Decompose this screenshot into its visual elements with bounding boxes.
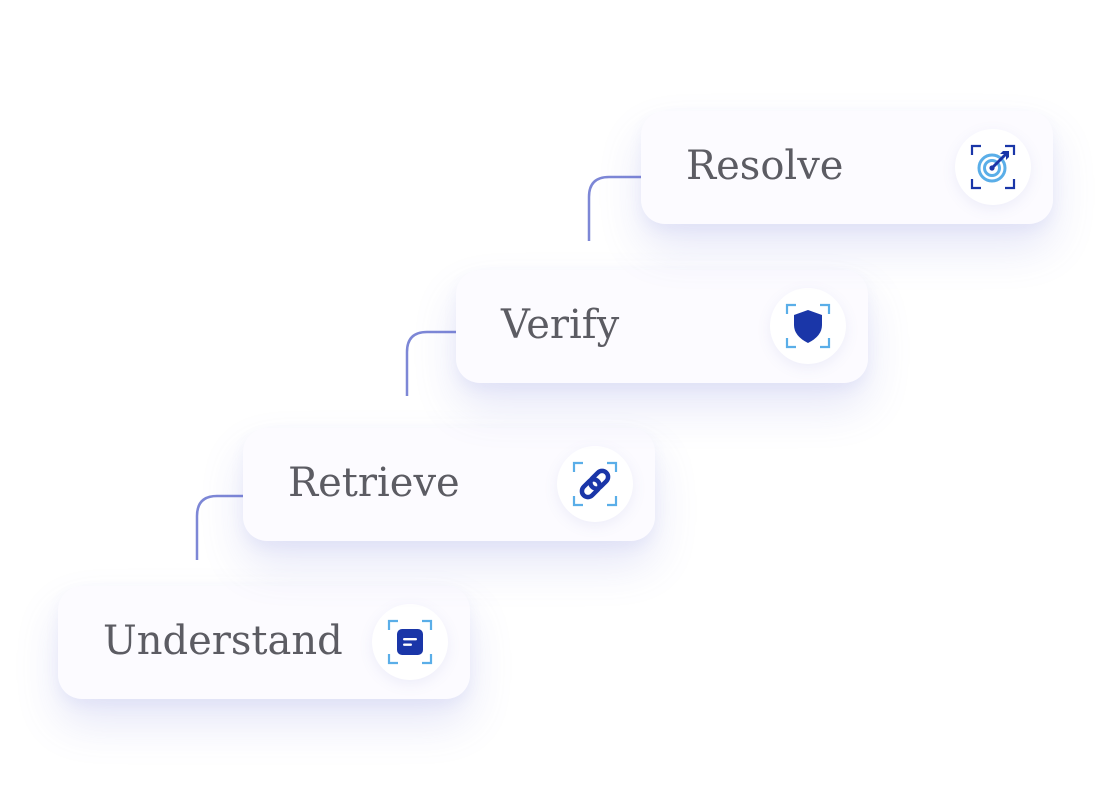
link-icon bbox=[572, 461, 618, 507]
step-card-understand: Understand bbox=[58, 586, 470, 699]
target-icon bbox=[970, 144, 1016, 190]
icon-badge bbox=[372, 604, 448, 680]
step-card-retrieve: Retrieve bbox=[243, 428, 655, 541]
icon-badge bbox=[770, 288, 846, 364]
step-card-resolve: Resolve bbox=[641, 111, 1053, 224]
step-label: Understand bbox=[103, 618, 343, 664]
step-card-verify: Verify bbox=[456, 270, 868, 383]
step-label: Verify bbox=[501, 302, 620, 348]
step-label: Retrieve bbox=[288, 460, 460, 506]
step-label: Resolve bbox=[686, 143, 844, 189]
shield-icon bbox=[785, 303, 831, 349]
icon-badge bbox=[955, 129, 1031, 205]
document-icon bbox=[387, 619, 433, 665]
icon-badge bbox=[557, 446, 633, 522]
